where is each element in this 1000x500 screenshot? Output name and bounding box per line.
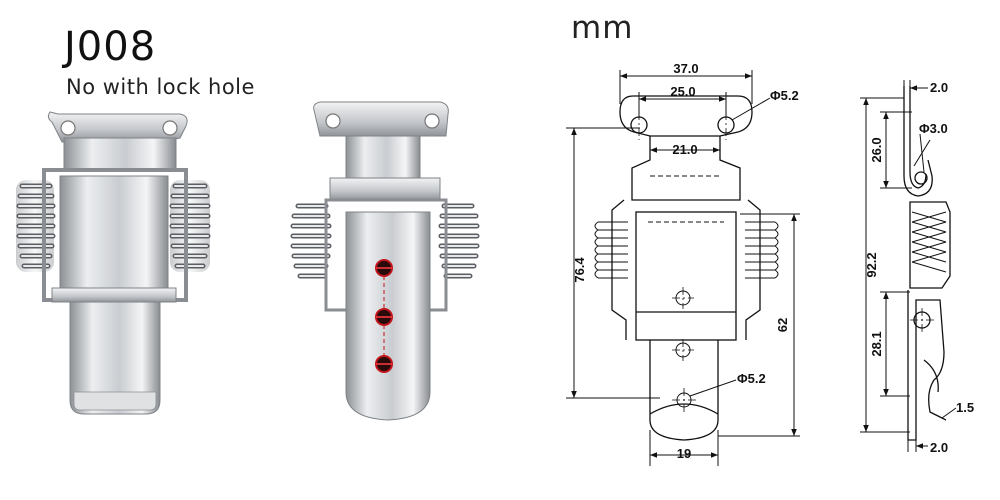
- model-note: No with lock hole: [66, 75, 255, 99]
- dim-total-width: 37.0: [673, 61, 698, 76]
- dim-side-tip-thickness: 1.5: [956, 400, 974, 415]
- lock-hole-markers: [375, 259, 393, 373]
- dim-base-width: 21.0: [672, 142, 697, 157]
- dim-side-top-thickness: 2.0: [930, 80, 948, 95]
- dim-hole-dia: Φ5.2: [770, 88, 799, 103]
- dim-bottom-hole-dia: Φ5.2: [737, 371, 766, 386]
- dim-side-upper-length: 26.0: [869, 137, 884, 162]
- dim-hole-spacing: 25.0: [670, 84, 695, 99]
- unit-label: mm: [571, 10, 634, 46]
- dim-total-height: 76.4: [572, 257, 587, 283]
- latch-photo-front: [16, 111, 211, 415]
- dim-side-bottom-thickness: 2.0: [930, 440, 948, 455]
- dim-lower-height: 62: [775, 318, 790, 332]
- front-view-drawing: 37.0 25.0 Φ5.2 21.0 76.4 62 Φ5.2: [566, 61, 800, 466]
- dim-side-pin-dia: Φ3.0: [919, 121, 948, 136]
- model-title: J008: [64, 24, 157, 70]
- dim-side-total-height: 92.2: [864, 252, 879, 277]
- dim-side-lower-length: 28.1: [869, 331, 884, 356]
- latch-photo-back: [290, 101, 480, 421]
- dim-hook-width: 19: [677, 446, 691, 461]
- side-view-drawing: 2.0 26.0 Φ3.0 92.2 28.1 1.5: [860, 80, 974, 455]
